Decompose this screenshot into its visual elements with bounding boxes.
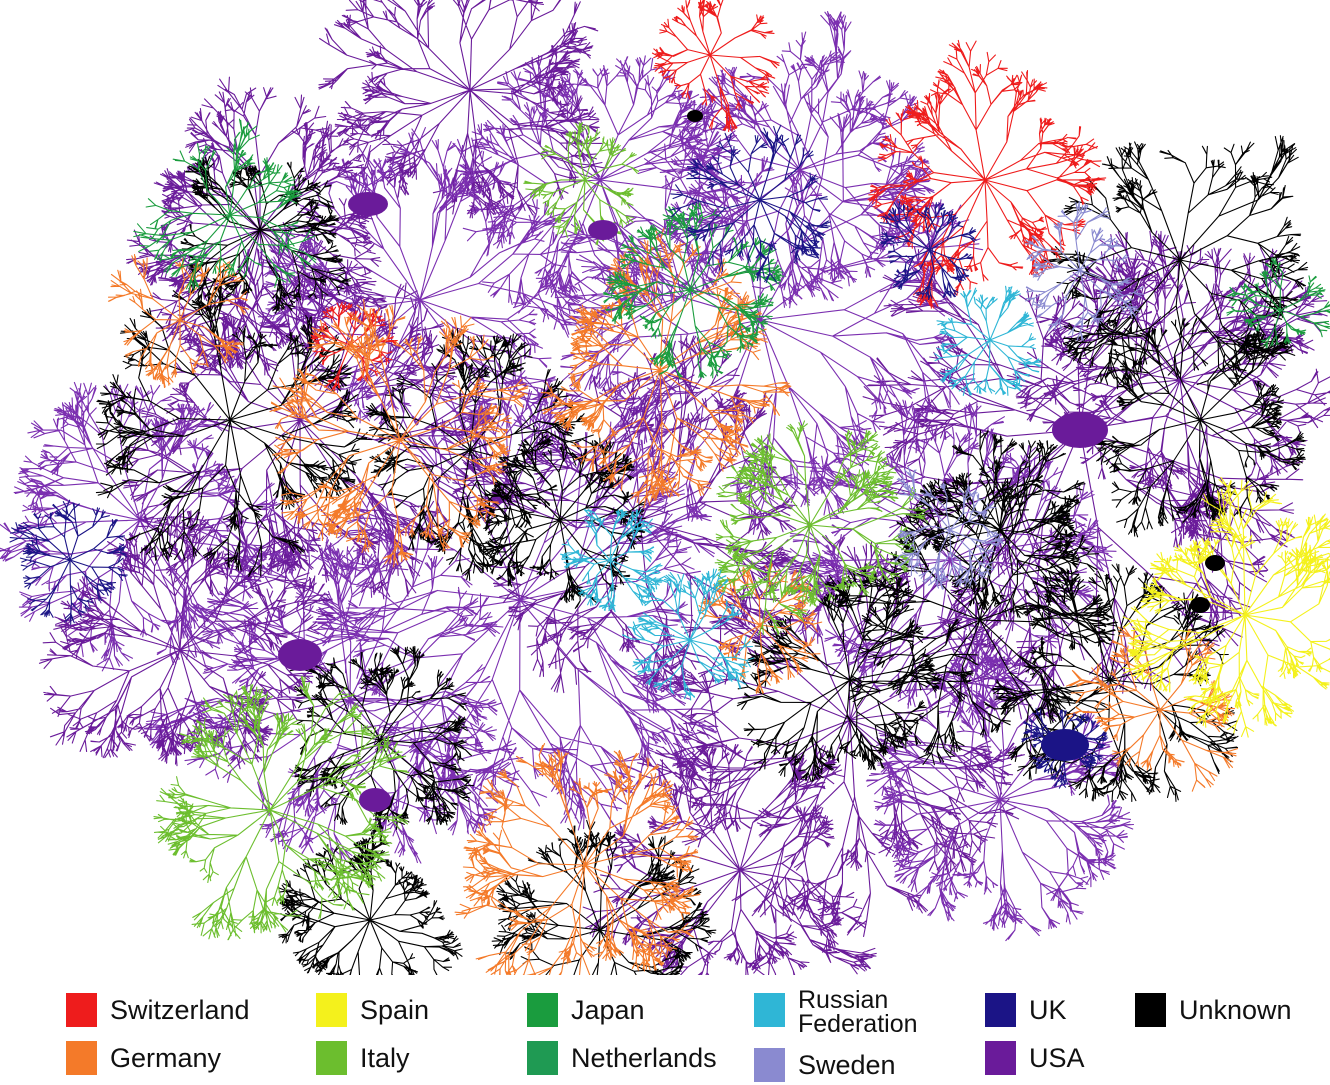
legend-swatch-germany xyxy=(66,1041,97,1075)
legend-swatch-switzerland xyxy=(66,993,97,1027)
unknown-hub-a xyxy=(1205,555,1225,571)
switzerland-cluster-b xyxy=(651,0,780,133)
usa-cluster-15-branches xyxy=(582,741,877,975)
uk-cluster-b xyxy=(879,201,978,301)
unknown-hub-b xyxy=(1190,597,1210,613)
sweden-cluster-b-branches xyxy=(1024,200,1144,342)
unknown-cluster-11-branches xyxy=(909,429,1086,619)
legend-swatch-sweden xyxy=(754,1048,785,1082)
japan-cluster xyxy=(602,201,785,380)
usa-cluster-11-branches xyxy=(452,332,798,694)
legend-swatch-unknown xyxy=(1135,993,1166,1027)
usa-cluster-8 xyxy=(0,381,284,672)
sweden-cluster-b xyxy=(1024,200,1144,342)
spain-cluster-branches xyxy=(1122,476,1330,738)
netherlands-cluster-a xyxy=(133,118,317,294)
germany-cluster-c xyxy=(454,743,701,975)
legend-swatch-uk xyxy=(985,993,1016,1027)
unknown-cluster-10 xyxy=(278,832,463,975)
italy-cluster-c xyxy=(153,675,410,941)
legend-label-japan: Japan xyxy=(571,995,645,1025)
usa-hub-c xyxy=(278,639,322,671)
unknown-cluster-0 xyxy=(95,280,373,578)
internet-map-network xyxy=(0,0,1330,975)
uk-cluster-c-branches xyxy=(9,499,128,625)
usa-hub-a xyxy=(348,192,388,216)
usa-cluster-8-branches xyxy=(0,381,284,672)
germany-cluster-a-branches xyxy=(269,298,529,568)
unknown-cluster-2 xyxy=(1092,317,1306,538)
usa-cluster-15 xyxy=(582,741,877,975)
unknown-cluster-0-branches xyxy=(95,280,373,578)
legend-swatch-russian-federation xyxy=(754,993,785,1027)
legend-label-switzerland: Switzerland xyxy=(110,995,250,1025)
legend-label-italy: Italy xyxy=(360,1043,410,1073)
uk-cluster-a xyxy=(668,124,832,284)
unknown-hub-c xyxy=(687,110,703,122)
switzerland-cluster-a xyxy=(867,39,1107,309)
italy-cluster-a-branches xyxy=(714,420,929,636)
russia-cluster-c-branches xyxy=(560,508,668,613)
switzerland-cluster-a-branches xyxy=(867,39,1107,309)
usa-cluster-11 xyxy=(452,332,798,694)
legend-label-russian-federation: Russian Federation xyxy=(798,986,918,1038)
russia-cluster-b xyxy=(934,285,1042,396)
usa-hub-b xyxy=(588,220,618,240)
legend-swatch-japan xyxy=(527,993,558,1027)
russia-cluster-a xyxy=(621,568,755,701)
netherlands-cluster-b-branches xyxy=(1226,257,1330,349)
legend-label-germany: Germany xyxy=(110,1043,222,1073)
sweden-cluster-a-branches xyxy=(894,466,1004,590)
uk-hub xyxy=(1041,729,1089,761)
russia-cluster-b-branches xyxy=(934,285,1042,396)
italy-cluster-c-branches xyxy=(153,675,410,941)
unknown-cluster-7 xyxy=(289,645,475,843)
russia-cluster-a-branches xyxy=(621,568,755,701)
russia-cluster-c xyxy=(560,508,668,613)
uk-cluster-a-branches xyxy=(668,124,832,284)
unknown-cluster-7-branches xyxy=(289,645,475,843)
netherlands-cluster-b xyxy=(1226,257,1330,349)
legend-swatch-usa xyxy=(985,1041,1016,1075)
unknown-cluster-11 xyxy=(909,429,1086,619)
legend-swatch-netherlands xyxy=(527,1041,558,1075)
legend: Switzerland Germany Spain Italy Japan Ne… xyxy=(0,975,1330,1082)
italy-cluster-a xyxy=(714,420,929,636)
uk-cluster-c xyxy=(9,499,128,625)
germany-cluster-c-branches xyxy=(454,743,701,975)
legend-label-netherlands: Netherlands xyxy=(571,1043,717,1073)
usa-cluster-9 xyxy=(318,0,606,220)
germany-cluster-f xyxy=(1066,626,1239,792)
unknown-cluster-2-branches xyxy=(1092,317,1306,538)
uk-cluster-b-branches xyxy=(879,201,978,301)
usa-hub-e xyxy=(1052,412,1108,448)
legend-swatch-spain xyxy=(316,993,347,1027)
spain-cluster xyxy=(1122,476,1330,738)
legend-label-uk: UK xyxy=(1029,995,1067,1025)
sweden-cluster-a xyxy=(894,466,1004,590)
netherlands-cluster-a-branches xyxy=(133,118,317,294)
legend-label-sweden: Sweden xyxy=(798,1050,896,1080)
germany-cluster-d xyxy=(107,254,250,389)
germany-cluster-d-branches xyxy=(107,254,250,389)
legend-label-usa: USA xyxy=(1029,1043,1085,1073)
unknown-cluster-10-branches xyxy=(278,832,463,975)
legend-swatch-italy xyxy=(316,1041,347,1075)
usa-hub-d xyxy=(359,788,391,812)
legend-label-unknown: Unknown xyxy=(1179,995,1292,1025)
germany-cluster-a xyxy=(269,298,529,568)
switzerland-cluster-b-branches xyxy=(651,0,780,133)
japan-cluster-branches xyxy=(602,201,785,380)
usa-cluster-9-branches xyxy=(318,0,606,220)
germany-cluster-f-branches xyxy=(1066,626,1239,792)
legend-label-spain: Spain xyxy=(360,995,430,1025)
